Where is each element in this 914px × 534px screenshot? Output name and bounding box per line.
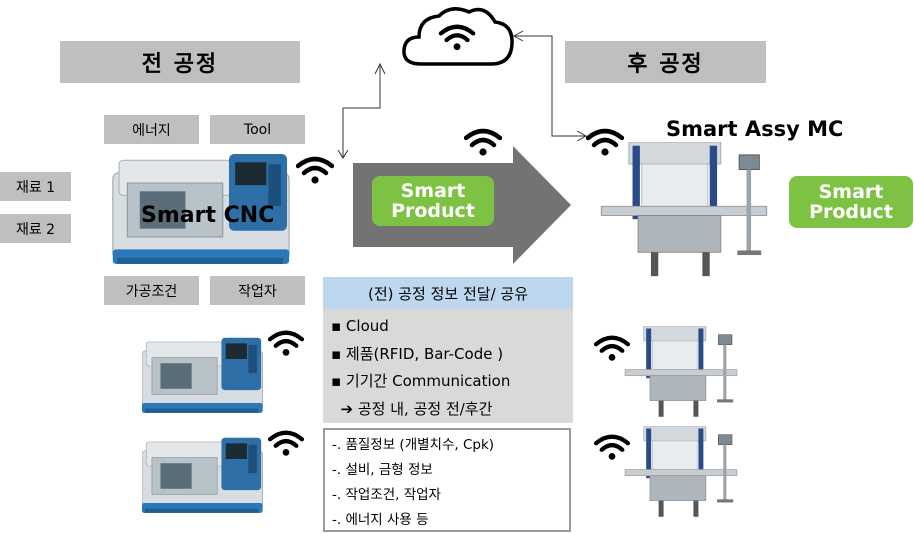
product-line-2: Product — [391, 200, 475, 222]
worker-box: 작업자 — [210, 276, 305, 305]
smart-product-badge: Smart Product — [372, 176, 494, 226]
wifi-icon — [268, 328, 304, 358]
detail-item: -. 작업조건, 작업자 — [332, 487, 441, 503]
smart-cnc-label: Smart CNC — [141, 203, 275, 228]
product-line-1: Smart — [818, 181, 884, 203]
info-panel-title: (전) 공정 정보 전달/ 공유 — [323, 277, 573, 309]
detail-item: -. 설비, 금형 정보 — [332, 462, 433, 478]
assembly-machine-icon — [600, 142, 768, 277]
cloud-wifi-icon — [402, 7, 514, 66]
smart-assy-label: Smart Assy MC — [666, 117, 844, 141]
info-item: ▪ 제품(RFID, Bar-Code ) — [331, 344, 504, 363]
detail-item: -. 에너지 사용 등 — [332, 512, 429, 528]
product-line-2: Product — [809, 201, 893, 223]
info-item: ▪ 기기간 Communication — [331, 372, 511, 390]
wifi-icon — [464, 126, 502, 158]
cnc-lathe-icon — [142, 437, 263, 514]
output-product-badge: Smart Product — [789, 176, 913, 228]
product-line-1: Smart — [400, 180, 466, 202]
detail-item: -. 품질정보 (개별치수, Cpk) — [332, 437, 495, 453]
post-process-header: 후 공정 — [565, 41, 766, 83]
pre-process-header: 전 공정 — [60, 41, 300, 83]
tool-box: Tool — [210, 115, 305, 144]
info-item: ➔ 공정 내, 공정 전/후간 — [331, 399, 493, 418]
wifi-icon — [268, 428, 304, 458]
info-item: ▪ Cloud — [331, 317, 389, 335]
wifi-icon — [296, 154, 334, 186]
detail-list: -. 품질정보 (개별치수, Cpk) -. 설비, 금형 정보 -. 작업조건… — [332, 433, 494, 533]
info-panel-list: ▪ Cloud ▪ 제품(RFID, Bar-Code ) ▪ 기기간 Comm… — [331, 313, 510, 423]
info-sharing-panel: (전) 공정 정보 전달/ 공유 ▪ Cloud ▪ 제품(RFID, Bar-… — [323, 277, 573, 423]
assembly-machine-icon — [624, 326, 738, 418]
machining-conditions-box: 가공조건 — [104, 276, 199, 305]
assembly-machine-icon — [624, 426, 738, 518]
cnc-lathe-icon — [142, 337, 263, 414]
detail-info-panel: -. 품질정보 (개별치수, Cpk) -. 설비, 금형 정보 -. 작업조건… — [323, 428, 571, 532]
material-1-box: 재료 1 — [0, 172, 71, 201]
energy-box: 에너지 — [104, 115, 199, 144]
material-2-box: 재료 2 — [0, 214, 71, 243]
cloud-links — [337, 30, 588, 159]
